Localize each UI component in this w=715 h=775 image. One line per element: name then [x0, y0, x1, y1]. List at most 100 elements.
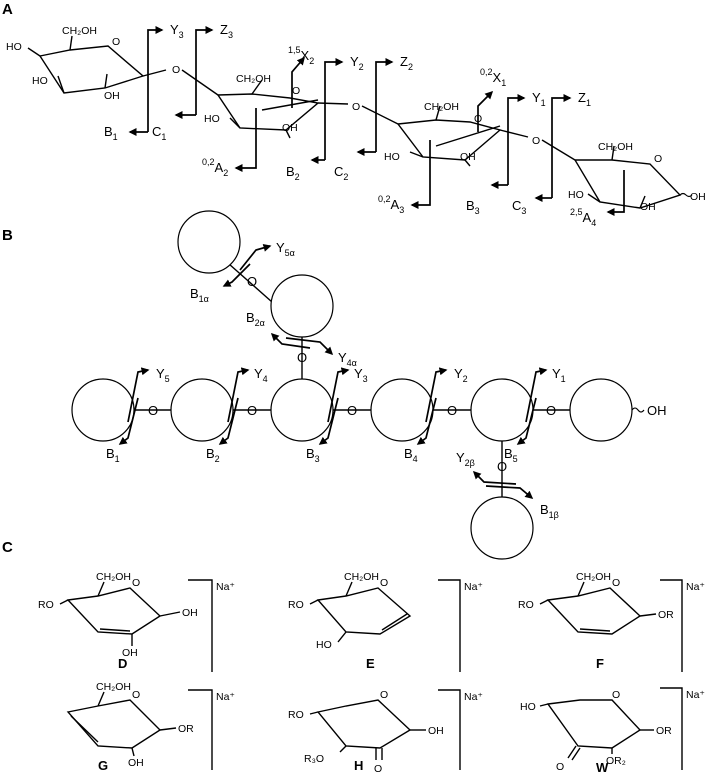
group-label: OH: [640, 201, 656, 213]
sugar-residue: [170, 378, 234, 442]
panel-a-cleavage-lines: [128, 26, 625, 216]
compound-label: E: [366, 656, 375, 671]
panel-label-a: A: [2, 1, 13, 18]
group-label: RO: [38, 599, 54, 611]
fragment-label-b1: B1: [106, 446, 120, 464]
panel-a-residue-2: O CH₂OH HO OH: [181, 69, 349, 139]
group-label: CH₂OH: [424, 101, 459, 113]
compound-label: H: [354, 758, 363, 773]
sugar-residue: [470, 378, 534, 442]
fragment-label-y2: Y2: [454, 366, 468, 384]
panel-b-residues: [71, 210, 633, 560]
sugar-residue: [470, 496, 534, 560]
compound-e: O RO CH₂OH HO Na⁺ E: [288, 571, 483, 672]
group-label: OR: [178, 723, 194, 735]
fragment-label-c1: C1: [152, 124, 166, 142]
fragment-label-a3: 0,2A3: [378, 194, 404, 215]
sugar-residue: [370, 378, 434, 442]
fragment-label-z2: Z2: [400, 54, 413, 72]
o-ring-label: O: [292, 85, 300, 97]
linker-oxygen: O: [247, 274, 257, 289]
group-label: HO: [568, 189, 584, 201]
sodium-ion: Na⁺: [216, 691, 235, 703]
glycosidic-oxygen: O: [172, 64, 180, 76]
sodium-ion: Na⁺: [216, 581, 235, 593]
fragment-label-b1b: B1β: [540, 502, 559, 520]
fragment-label-a2: 0,2A2: [202, 157, 228, 178]
glycosidic-oxygen: O: [352, 101, 360, 113]
compound-f: O RO CH₂OH OR Na⁺ F: [518, 571, 705, 672]
group-label: RO: [518, 599, 534, 611]
fragment-label-b1: B1: [104, 124, 118, 142]
sugar-residue: [71, 378, 135, 442]
fragment-label-y4a: Y4α: [338, 350, 357, 368]
sugar-residue: [569, 378, 633, 442]
fragment-label-z1: Z1: [578, 90, 591, 108]
panel-b-fragment-labels: Y5α B1α B2α Y4α Y5 Y4 Y3 Y2 Y1 B1 B2 B3 …: [106, 240, 566, 520]
fragment-label-c2: C2: [334, 164, 348, 182]
group-label: CH₂OH: [576, 571, 611, 583]
linker-oxygen: O: [247, 403, 257, 418]
group-label: HO: [520, 701, 536, 713]
linker-oxygen: O: [297, 350, 307, 365]
fragment-label-y4: Y4: [254, 366, 268, 384]
sugar-residue: [270, 378, 334, 442]
group-label: OR: [658, 609, 674, 621]
group-label: OH: [182, 607, 198, 619]
compound-label: W: [596, 760, 609, 775]
group-label: O: [374, 763, 382, 775]
compound-label: D: [118, 656, 127, 671]
compound-label: G: [98, 758, 108, 773]
group-label: HO: [6, 41, 22, 53]
fragment-label-y1: Y1: [532, 90, 546, 108]
group-label: RO: [288, 599, 304, 611]
group-label: CH₂OH: [344, 571, 379, 583]
group-label: HO: [316, 639, 332, 651]
linker-oxygen: O: [447, 403, 457, 418]
glycosidic-oxygen: O: [532, 135, 540, 147]
sodium-ion: Na⁺: [464, 581, 483, 593]
group-label: CH₂OH: [62, 25, 97, 37]
group-label: O: [556, 761, 564, 773]
group-label: HO: [32, 75, 48, 87]
panel-a-fragment-labels: Y3 Z3 1,5X2 Y2 Z2 0,2X1 Y1 Z1 B1 C1 0,2A…: [104, 22, 596, 228]
terminal-hydroxyl: OH: [647, 403, 667, 418]
panel-a-residue-4: O CH₂OH HO OH OH: [541, 139, 706, 213]
panel-a-residue-3: O CH₂OH HO OH: [361, 101, 529, 167]
o-ring-label: O: [132, 577, 140, 589]
group-label: OH: [104, 90, 120, 102]
fragment-label-b3: B3: [306, 446, 320, 464]
group-label: CH₂OH: [96, 681, 131, 693]
fragment-label-y2: Y2: [350, 54, 364, 72]
fragment-label-b3: B3: [466, 198, 480, 216]
group-label: R₃O: [304, 753, 324, 765]
fragment-label-x1: 0,2X1: [480, 67, 506, 88]
fragment-label-b2: B2: [286, 164, 300, 182]
group-label: OH: [428, 725, 444, 737]
group-label: OR₂: [606, 755, 626, 767]
sodium-ion: Na⁺: [686, 581, 705, 593]
group-label: OH: [122, 647, 138, 659]
sugar-residue: [177, 210, 241, 274]
panel-label-c: C: [2, 539, 13, 556]
fragment-label-b4: B4: [404, 446, 418, 464]
sodium-ion: Na⁺: [686, 689, 705, 701]
group-label: CH₂OH: [236, 73, 271, 85]
fragment-label-y3: Y3: [354, 366, 368, 384]
o-ring-label: O: [132, 689, 140, 701]
fragment-label-y2b: Y2β: [456, 450, 475, 468]
group-label: CH₂OH: [598, 141, 633, 153]
group-label: OH: [690, 191, 706, 203]
panel-label-b: B: [2, 227, 13, 244]
group-label: RO: [288, 709, 304, 721]
panel-b-cleavage-arrows: [118, 243, 548, 499]
group-label: OR: [656, 725, 672, 737]
fragment-label-b2: B2: [206, 446, 220, 464]
sodium-ion: Na⁺: [464, 691, 483, 703]
fragment-label-a4: 2,5A4: [570, 207, 596, 228]
group-label: OH: [282, 122, 298, 134]
fragment-label-y5: Y5: [156, 366, 170, 384]
compound-label: F: [596, 656, 604, 671]
o-ring-label: O: [380, 577, 388, 589]
fragment-label-y5a: Y5α: [276, 240, 295, 258]
